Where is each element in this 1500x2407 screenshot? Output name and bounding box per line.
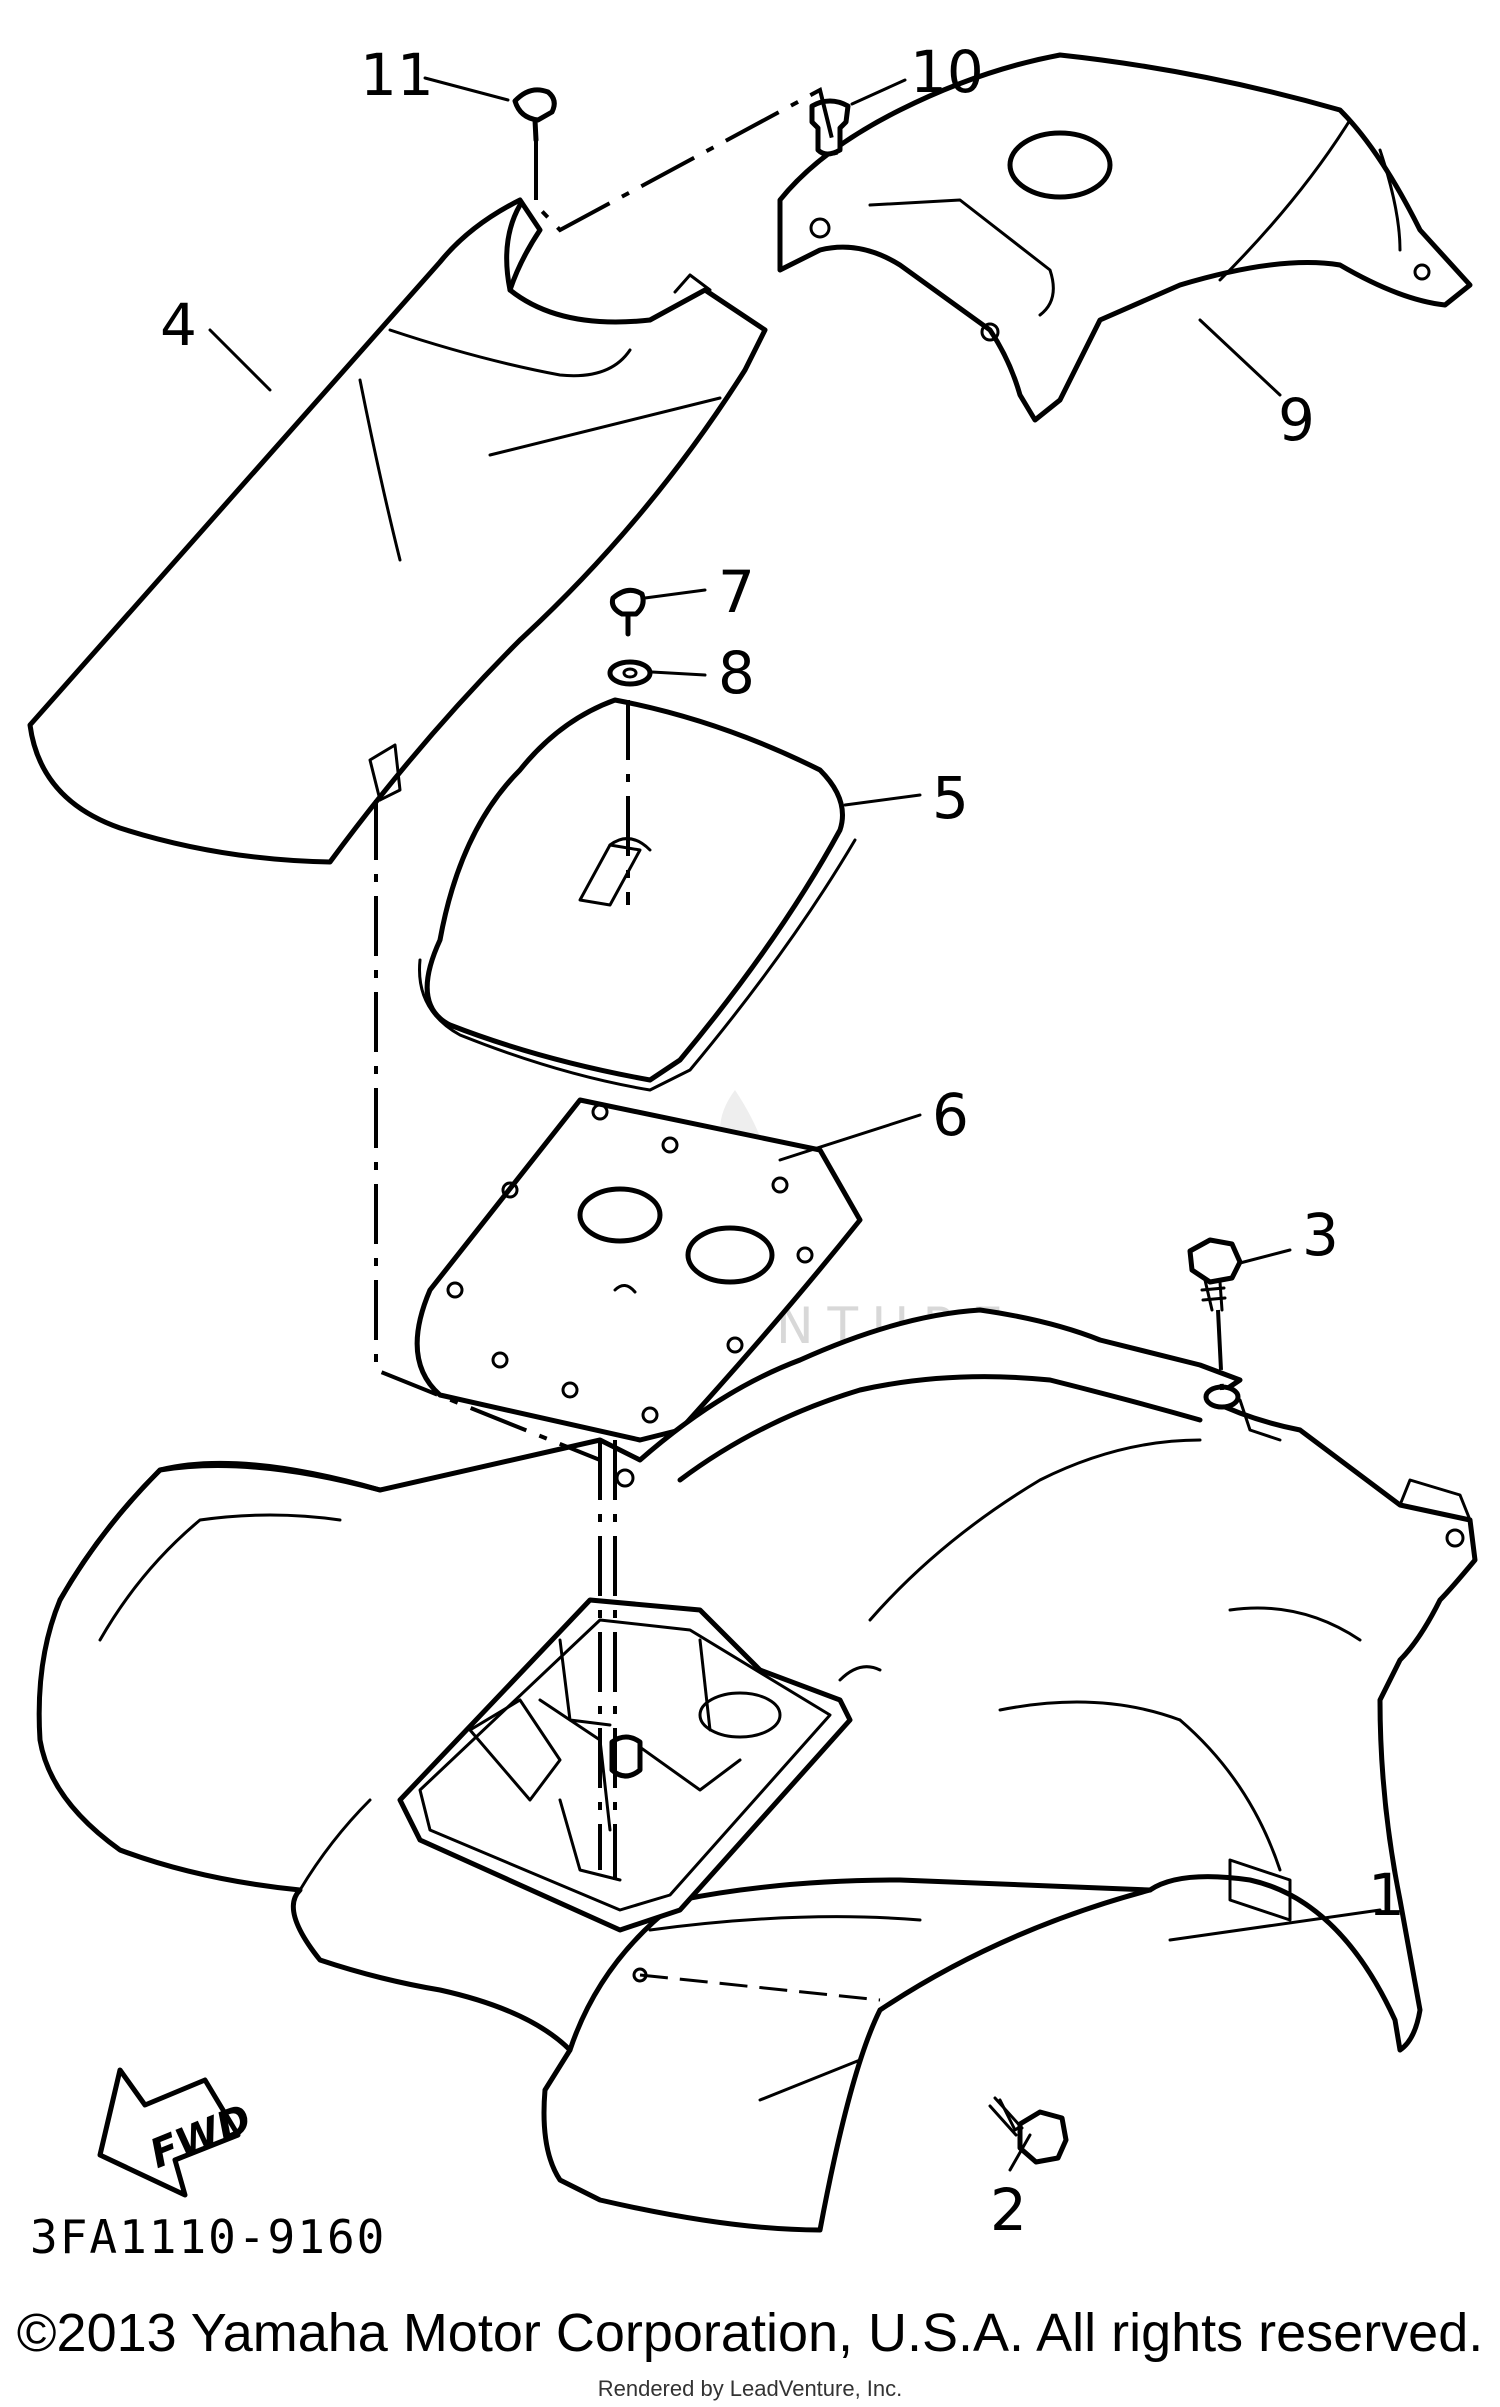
part-2-bolt — [988, 2096, 1069, 2165]
callout-11: 11 — [360, 41, 434, 109]
callout-9: 9 — [1278, 386, 1315, 454]
callout-3: 3 — [1302, 1201, 1339, 1269]
callout-7: 7 — [718, 558, 755, 626]
part-7-screw — [609, 587, 646, 637]
callout-6: 6 — [932, 1081, 969, 1149]
part-9-top-cover — [777, 52, 1473, 423]
copyright-notice: ©2013 Yamaha Motor Corporation, U.S.A. A… — [16, 2303, 1484, 2363]
part-5-box-lid — [418, 697, 857, 1092]
callout-2: 2 — [990, 2176, 1027, 2244]
part-6-gasket-plate — [414, 1097, 863, 1443]
alignment-lines — [374, 87, 1224, 1880]
part-8-washer — [607, 659, 653, 687]
callouts: 1 2 3 4 5 6 7 8 9 10 11 — [160, 38, 1405, 2244]
rendered-by-notice: Rendered by LeadVenture, Inc. — [597, 2376, 903, 2401]
fwd-arrow: FWD — [97, 2067, 258, 2198]
part-11-screw — [512, 87, 557, 143]
part-4-fender-flap — [27, 197, 768, 865]
storage-compartment — [397, 1597, 882, 1933]
callout-10: 10 — [910, 38, 984, 106]
callout-1: 1 — [1368, 1861, 1405, 1929]
leader-lines — [208, 76, 1382, 2172]
drawing-code: 3FA1110-9160 — [30, 2210, 386, 2264]
part-3-bolt — [1187, 1237, 1243, 1410]
callout-5: 5 — [932, 764, 969, 832]
callout-8: 8 — [718, 639, 755, 707]
callout-4: 4 — [160, 291, 197, 359]
